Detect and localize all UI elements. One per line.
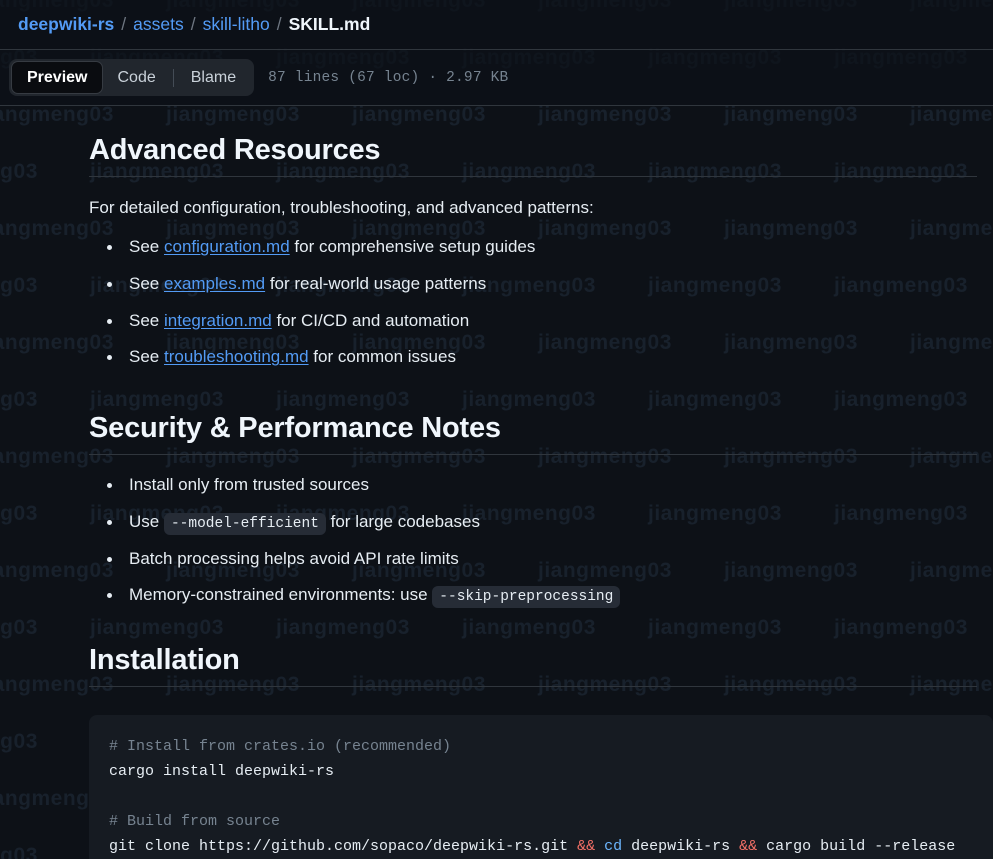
list-item: See troubleshooting.md for common issues — [129, 345, 977, 370]
breadcrumb-repo-link[interactable]: deepwiki-rs — [18, 14, 114, 35]
inline-code-skip-preprocessing: --skip-preprocessing — [432, 586, 620, 608]
list-item-prefix: Install only from trusted sources — [129, 475, 369, 494]
code-line-2: git clone https://github.com/sopaco/deep… — [109, 838, 955, 855]
tab-divider — [173, 69, 174, 87]
list-item-prefix: See — [129, 274, 164, 293]
code-block-installation: # Install from crates.io (recommended) c… — [89, 715, 993, 859]
list-item-suffix: for large codebases — [326, 512, 480, 531]
heading-advanced-resources: Advanced Resources — [89, 134, 977, 177]
tab-preview[interactable]: Preview — [12, 62, 102, 93]
list-item: Batch processing helps avoid API rate li… — [129, 547, 977, 572]
code-cd-arg: deepwiki-rs — [622, 838, 739, 855]
code-blank-line — [109, 785, 993, 810]
view-mode-tabs: Preview Code Blame — [9, 59, 254, 96]
section-spacer — [89, 620, 977, 644]
list-item: See configuration.md for comprehensive s… — [129, 235, 977, 260]
link-integration-md[interactable]: integration.md — [164, 311, 272, 330]
code-space — [595, 838, 604, 855]
code-line-1: cargo install deepwiki-rs — [109, 763, 334, 780]
list-item: Install only from trusted sources — [129, 473, 977, 498]
list-item: See examples.md for real-world usage pat… — [129, 272, 977, 297]
file-toolbar: Preview Code Blame 87 lines (67 loc) · 2… — [0, 50, 993, 106]
paragraph-advanced-intro: For detailed configuration, troubleshoot… — [89, 195, 977, 221]
list-item-suffix: for real-world usage patterns — [265, 274, 486, 293]
link-examples-md[interactable]: examples.md — [164, 274, 265, 293]
file-stats: 87 lines (67 loc) · 2.97 KB — [268, 70, 508, 86]
list-item-prefix: See — [129, 237, 164, 256]
list-item-prefix: Use — [129, 512, 164, 531]
list-item: Memory-constrained environments: use --s… — [129, 583, 977, 608]
list-item-prefix: See — [129, 347, 164, 366]
list-advanced-resources: See configuration.md for comprehensive s… — [89, 235, 977, 370]
code-git-clone: git clone https://github.com/sopaco/deep… — [109, 838, 577, 855]
inline-code-model-efficient: --model-efficient — [164, 513, 326, 535]
list-security-notes: Install only from trusted sources Use --… — [89, 473, 977, 608]
code-comment-2: # Build from source — [109, 813, 280, 830]
code-comment-1: # Install from crates.io (recommended) — [109, 738, 451, 755]
list-item: Use --model-efficient for large codebase… — [129, 510, 977, 535]
breadcrumb-folder-skill-litho[interactable]: skill-litho — [203, 14, 270, 35]
list-item-suffix: for CI/CD and automation — [272, 311, 469, 330]
code-keyword-cd: cd — [604, 838, 622, 855]
tab-code[interactable]: Code — [102, 62, 170, 93]
tab-blame[interactable]: Blame — [176, 62, 251, 93]
list-item-prefix: Batch processing helps avoid API rate li… — [129, 549, 459, 568]
breadcrumb: deepwiki-rs / assets / skill-litho / SKI… — [18, 14, 370, 35]
list-item-prefix: Memory-constrained environments: use — [129, 585, 432, 604]
breadcrumb-separator: / — [191, 14, 196, 35]
breadcrumb-current-file: SKILL.md — [289, 14, 371, 35]
breadcrumb-separator: / — [277, 14, 282, 35]
link-configuration-md[interactable]: configuration.md — [164, 237, 290, 256]
link-troubleshooting-md[interactable]: troubleshooting.md — [164, 347, 309, 366]
code-operator-and-1: && — [577, 838, 595, 855]
list-item-prefix: See — [129, 311, 164, 330]
breadcrumb-bar: deepwiki-rs / assets / skill-litho / SKI… — [0, 0, 993, 50]
breadcrumb-separator: / — [121, 14, 126, 35]
section-spacer — [89, 382, 977, 412]
list-item-suffix: for comprehensive setup guides — [290, 237, 536, 256]
list-item: See integration.md for CI/CD and automat… — [129, 309, 977, 334]
breadcrumb-folder-assets[interactable]: assets — [133, 14, 184, 35]
code-operator-and-2: && — [739, 838, 757, 855]
heading-security-performance: Security & Performance Notes — [89, 412, 977, 455]
list-item-suffix: for common issues — [309, 347, 456, 366]
markdown-body: Advanced Resources For detailed configur… — [0, 106, 993, 859]
code-cargo-build: cargo build --release — [757, 838, 955, 855]
heading-installation: Installation — [89, 644, 977, 687]
